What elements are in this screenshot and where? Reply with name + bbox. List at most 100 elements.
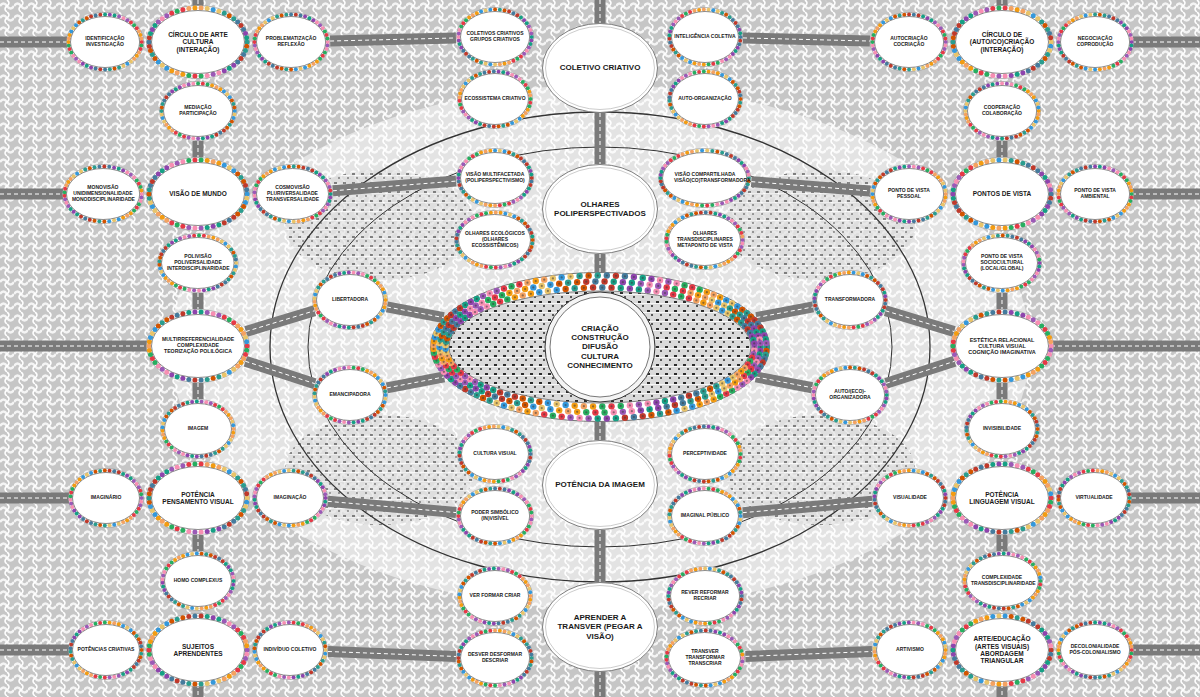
- pencil-dot: [870, 192, 874, 196]
- road-marking: [756, 307, 813, 318]
- pencil-core: [622, 281, 624, 283]
- road-marking: [600, 254, 601, 272]
- pencil-core: [736, 386, 738, 388]
- pencil-dot: [709, 211, 713, 215]
- pencil-dot: [670, 396, 676, 402]
- pencil-dot: [1000, 137, 1004, 141]
- inner-disc: [66, 169, 139, 220]
- pencil-dot: [629, 280, 635, 286]
- pencil-core: [549, 284, 551, 286]
- axis-disc: [543, 24, 658, 113]
- pencil-dot: [192, 6, 197, 11]
- pencil-dot: [499, 292, 505, 298]
- pencil-core: [535, 280, 537, 282]
- pencil-core: [699, 289, 701, 291]
- pencil-core: [464, 388, 466, 390]
- pencil-dot: [325, 44, 329, 48]
- pencil-core: [729, 384, 731, 386]
- pencil-dot: [996, 234, 1000, 238]
- road-connector: [193, 383, 204, 399]
- satellite-circle: VISÃO COMPARTILHADA VISÃO(CO)TRANSFORMAD…: [658, 148, 751, 208]
- inner-disc: [817, 275, 884, 326]
- pencil-dot: [342, 271, 346, 275]
- inner-disc: [672, 12, 739, 63]
- road-connector: [743, 501, 872, 512]
- road-connector: [595, 254, 606, 272]
- pencil-dot: [611, 409, 617, 415]
- pencil-core: [481, 390, 483, 392]
- pencil-dot: [498, 149, 502, 153]
- pencil-core: [706, 401, 708, 403]
- pencil-dot: [253, 194, 257, 198]
- inner-disc: [163, 86, 232, 137]
- pencil-dot: [201, 82, 205, 86]
- pencil-dot: [655, 283, 661, 289]
- pencil-core: [446, 317, 448, 319]
- pencil-dot: [199, 310, 204, 315]
- pencil-dot: [456, 35, 460, 39]
- node-label: PONTO DE VISTA SOCIOCULTURAL (LOCAL/GLOB…: [971, 254, 1033, 271]
- pencil-dot: [205, 225, 210, 230]
- pencil-dot: [201, 136, 205, 140]
- pencil-dot: [62, 190, 66, 194]
- pencil-core: [659, 413, 661, 415]
- pencil-dot: [493, 63, 497, 67]
- road-connector: [886, 361, 955, 383]
- pencil-core: [674, 404, 676, 406]
- pencil-core: [713, 294, 715, 296]
- pencil-dot: [943, 36, 947, 40]
- pencil-dot: [202, 288, 206, 292]
- pencil-dot: [665, 409, 671, 415]
- inner-disc: [956, 163, 1049, 226]
- pencil-dot: [531, 234, 535, 238]
- pencil-dot: [384, 298, 388, 302]
- pencil-dot: [871, 196, 875, 200]
- pencil-dot: [907, 13, 911, 17]
- pencil-dot: [191, 82, 195, 86]
- satellite-circle: OLHARES ECOLÓGICOS (OLHARES ECOSSISTÊMIC…: [454, 210, 535, 270]
- pencil-dot: [697, 8, 701, 12]
- pencil-dot: [186, 73, 191, 78]
- pencil-dot: [681, 405, 687, 411]
- pencil-dot: [530, 176, 534, 180]
- theme-circle: PONTOS DE VISTA: [950, 157, 1054, 231]
- pencil-dot: [253, 40, 257, 44]
- pencil-dot: [1000, 82, 1004, 86]
- pencil-dot: [1003, 225, 1008, 230]
- road-connector: [595, 422, 606, 440]
- pencil-core: [518, 283, 520, 285]
- pencil-dot: [604, 272, 610, 278]
- pencil-dot: [485, 265, 489, 269]
- pencil-core: [699, 403, 701, 405]
- pencil-dot: [1088, 219, 1092, 223]
- node-label: COSMOVISÃO PLURIVERSALIDADE TRANSVERSALI…: [262, 185, 324, 202]
- pencil-dot: [328, 188, 332, 192]
- theme-circle: MULTIRREFERENCIALIDADE COMPLEXIDADE TEOR…: [146, 309, 250, 383]
- pencil-dot: [199, 73, 204, 78]
- pencil-dot: [457, 180, 461, 184]
- pencil-dot: [695, 211, 699, 215]
- road-marking: [600, 422, 601, 440]
- pencil-dot: [567, 273, 573, 279]
- pencil-dot: [186, 225, 191, 230]
- pencil-dot: [159, 109, 163, 113]
- pencil-core: [459, 314, 461, 316]
- pencil-dot: [528, 93, 532, 97]
- pencil-dot: [455, 236, 459, 240]
- pencil-dot: [547, 282, 553, 288]
- pencil-dot: [739, 97, 743, 101]
- pencil-core: [496, 402, 498, 404]
- road-connector: [996, 293, 1007, 309]
- pencil-core: [750, 376, 752, 378]
- inner-disc: [162, 238, 235, 289]
- theme-circle: VISÃO DE MUNDO: [146, 157, 250, 231]
- pencil-dot: [297, 219, 301, 223]
- pencil-dot: [638, 407, 644, 413]
- pencil-core: [469, 307, 471, 309]
- pencil-dot: [539, 283, 545, 289]
- pencil-dot: [506, 398, 512, 404]
- road-connector: [756, 307, 813, 318]
- pencil-core: [446, 374, 448, 376]
- pencil-dot: [329, 192, 333, 196]
